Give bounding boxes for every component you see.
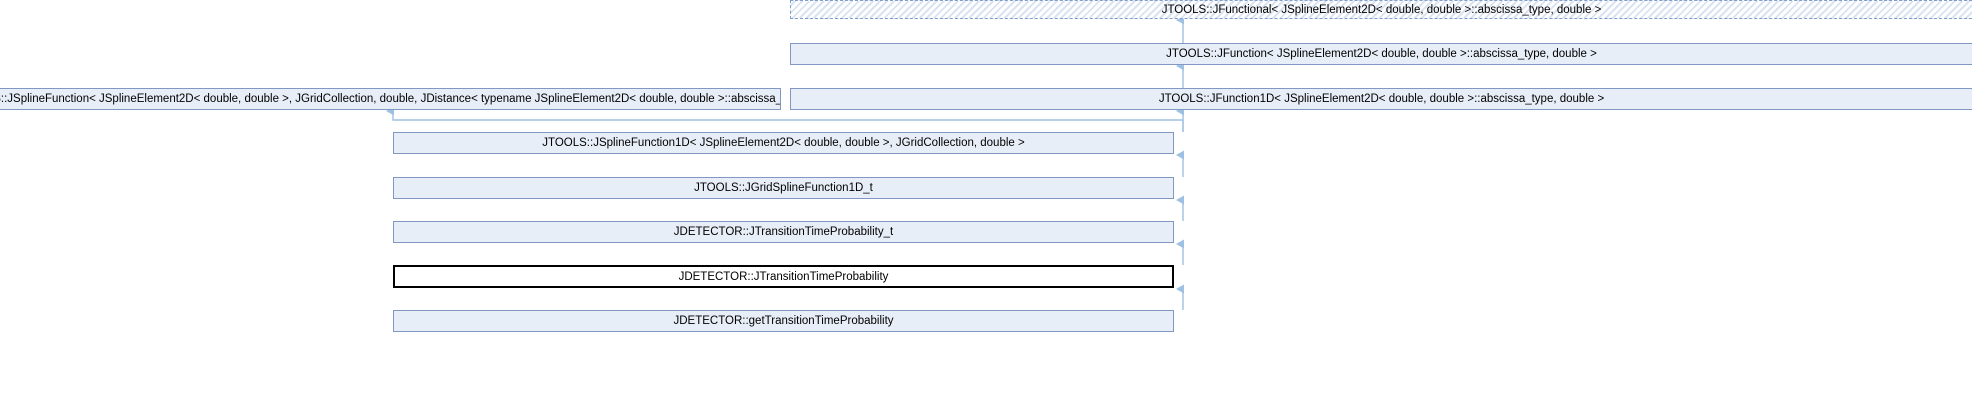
node-label: JTOOLS::JFunction1D< JSplineElement2D< d…: [1158, 93, 1605, 105]
node-jtransitiontimeprobability-t[interactable]: JDETECTOR::JTransitionTimeProbability_t: [393, 221, 1174, 243]
node-label: JDETECTOR::getTransitionTimeProbability: [673, 315, 894, 327]
node-label: JTOOLS::JSplineFunction1D< JSplineElemen…: [542, 137, 1025, 149]
node-jsplinefunction[interactable]: JTOOLS::JSplineFunction< JSplineElement2…: [0, 88, 781, 110]
node-jsplinefunction1d[interactable]: JTOOLS::JSplineFunction1D< JSplineElemen…: [393, 132, 1174, 154]
node-jtransitiontimeprobability[interactable]: JDETECTOR::JTransitionTimeProbability: [393, 265, 1174, 288]
node-label: JTOOLS::JGridSplineFunction1D_t: [694, 182, 873, 194]
node-jgridsplinefunction1d-t[interactable]: JTOOLS::JGridSplineFunction1D_t: [393, 177, 1174, 199]
node-label: JDETECTOR::JTransitionTimeProbability_t: [673, 226, 894, 238]
node-label: JTOOLS::JSplineFunction< JSplineElement2…: [0, 93, 781, 105]
edge-jsplinefunction1d-to-jsplinefunction: [386, 106, 1184, 132]
node-jfunction1d[interactable]: JTOOLS::JFunction1D< JSplineElement2D< d…: [790, 88, 1972, 110]
node-label: JDETECTOR::JTransitionTimeProbability: [678, 270, 889, 283]
node-label: JTOOLS::JFunction< JSplineElement2D< dou…: [1166, 48, 1597, 60]
node-jfunction[interactable]: JTOOLS::JFunction< JSplineElement2D< dou…: [790, 43, 1972, 65]
node-jfunctional[interactable]: JTOOLS::JFunctional< JSplineElement2D< d…: [790, 0, 1972, 19]
node-gettransitiontimeprobability[interactable]: JDETECTOR::getTransitionTimeProbability: [393, 310, 1174, 332]
node-label: JTOOLS::JFunctional< JSplineElement2D< d…: [1161, 3, 1602, 16]
